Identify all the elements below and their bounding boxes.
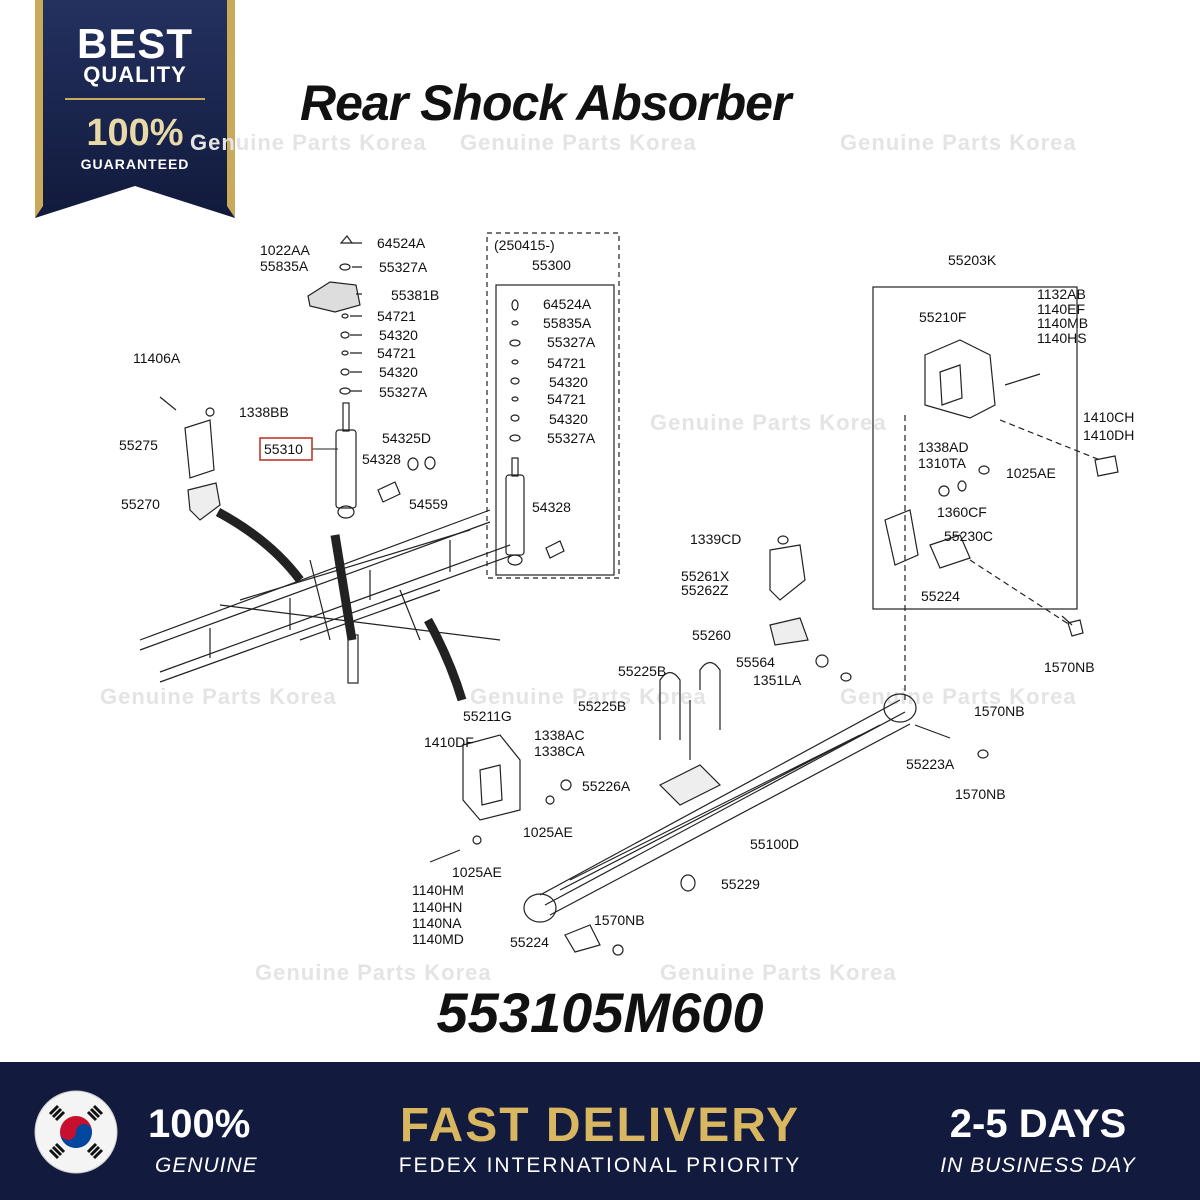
part-label: 55226A xyxy=(582,778,631,794)
watermark: Genuine Parts Korea xyxy=(660,960,897,985)
part-label: 55224 xyxy=(921,588,960,604)
part-label: 64524A xyxy=(377,235,426,251)
quality-badge xyxy=(35,0,235,218)
genuine-percent: 100% xyxy=(148,1102,251,1146)
part-label: 1140HM xyxy=(412,882,464,898)
part-label: 55564 xyxy=(736,654,775,670)
part-label: 54721 xyxy=(547,355,586,371)
part-label: 55835A xyxy=(260,258,309,274)
part-label: 1338AD xyxy=(918,439,969,455)
part-label: 1140EF xyxy=(1037,301,1085,317)
parts-diagram: 1022AA 64524A 55835A 55327A 55381B 54721… xyxy=(119,232,1134,956)
part-label: 1360CF xyxy=(937,504,987,520)
part-label: 1410DH xyxy=(1083,427,1134,443)
part-label: 55261X xyxy=(681,568,730,584)
watermark: Genuine Parts Korea xyxy=(840,684,1077,709)
part-label: 55327A xyxy=(547,334,596,350)
part-label: 54320 xyxy=(379,327,418,343)
part-label: 1570NB xyxy=(1044,659,1095,675)
part-label: 54328 xyxy=(362,451,401,467)
part-label: 55229 xyxy=(721,876,760,892)
part-label: 1410CH xyxy=(1083,409,1134,425)
watermark: Genuine Parts Korea xyxy=(100,684,337,709)
part-label: 1351LA xyxy=(753,672,802,688)
part-label: 1140NA xyxy=(412,915,462,931)
part-label: 55381B xyxy=(391,287,439,303)
part-label: 55260 xyxy=(692,627,731,643)
part-label: 55300 xyxy=(532,257,571,273)
badge-guaranteed: GUARANTEED xyxy=(80,156,190,172)
part-label: 54320 xyxy=(549,374,588,390)
part-label: 54320 xyxy=(549,411,588,427)
watermark: Genuine Parts Korea xyxy=(190,130,427,155)
part-label: 54721 xyxy=(377,345,416,361)
part-label: 1022AA xyxy=(260,242,310,258)
delivery-days: 2-5 DAYS xyxy=(949,1102,1127,1146)
part-label: 11406A xyxy=(133,350,181,366)
part-label: 1570NB xyxy=(594,912,645,928)
fedex-label: FEDEX INTERNATIONAL PRIORITY xyxy=(398,1154,802,1177)
part-label: 1025AE xyxy=(1006,465,1056,481)
part-label: 1025AE xyxy=(523,824,573,840)
korea-flag-icon xyxy=(34,1090,118,1174)
genuine-label: GENUINE xyxy=(155,1154,258,1177)
part-label: 1339CD xyxy=(690,531,741,547)
badge-quality: QUALITY xyxy=(83,62,187,87)
part-label: 55225B xyxy=(618,663,666,679)
part-label: 1140HN xyxy=(412,899,462,915)
part-label: 54559 xyxy=(409,496,448,512)
revision-label: (250415-) xyxy=(494,237,555,253)
part-label: 55225B xyxy=(578,698,626,714)
watermark: Genuine Parts Korea xyxy=(840,130,1077,155)
part-label: 1140MD xyxy=(412,931,464,947)
highlighted-part-label: 55310 xyxy=(264,441,303,457)
watermark: Genuine Parts Korea xyxy=(460,130,697,155)
highlight-box xyxy=(259,437,313,461)
footer-banner xyxy=(0,1062,1200,1200)
part-label: 54328 xyxy=(532,499,571,515)
part-label: 55223A xyxy=(906,756,955,772)
part-label: 55210F xyxy=(919,309,966,325)
business-day-label: IN BUSINESS DAY xyxy=(940,1154,1136,1177)
part-label: 55327A xyxy=(547,430,596,446)
watermark: Genuine Parts Korea xyxy=(470,684,707,709)
part-label: 55275 xyxy=(119,437,158,453)
part-label: 1338BB xyxy=(239,404,289,420)
part-number: 553105M600 xyxy=(436,981,764,1044)
part-label: 1310TA xyxy=(918,455,967,471)
badge-best: BEST xyxy=(76,20,193,67)
part-label: 55327A xyxy=(379,384,428,400)
part-label: 1140MB xyxy=(1037,315,1088,331)
part-label: 54721 xyxy=(377,308,416,324)
watermark: Genuine Parts Korea xyxy=(255,960,492,985)
part-label: 55270 xyxy=(121,496,160,512)
watermark: Genuine Parts Korea xyxy=(650,410,887,435)
fast-delivery-heading: FAST DELIVERY xyxy=(399,1099,801,1152)
part-label: 55835A xyxy=(543,315,592,331)
part-label: 55262Z xyxy=(681,582,729,598)
part-label: 55224 xyxy=(510,934,549,950)
part-label: 64524A xyxy=(543,296,592,312)
part-label: 54325D xyxy=(382,430,431,446)
part-label: 1410DF xyxy=(424,734,474,750)
part-label: 54320 xyxy=(379,364,418,380)
part-label: 1132AB xyxy=(1037,286,1086,302)
part-label: 1338CA xyxy=(534,743,585,759)
part-label: 1140HS xyxy=(1037,330,1087,346)
part-label: 55100D xyxy=(750,836,799,852)
part-label: 55203K xyxy=(948,252,997,268)
part-label: 54721 xyxy=(547,391,586,407)
page-title: Rear Shock Absorber xyxy=(300,75,791,131)
part-label: 1570NB xyxy=(974,703,1025,719)
part-label: 1025AE xyxy=(452,864,502,880)
part-label: 1570NB xyxy=(955,786,1006,802)
part-label: 1338AC xyxy=(534,727,585,743)
part-label: 55230C xyxy=(944,528,993,544)
part-label: 55327A xyxy=(379,259,428,275)
badge-percent: 100% xyxy=(86,112,184,154)
part-label: 55211G xyxy=(463,708,512,724)
